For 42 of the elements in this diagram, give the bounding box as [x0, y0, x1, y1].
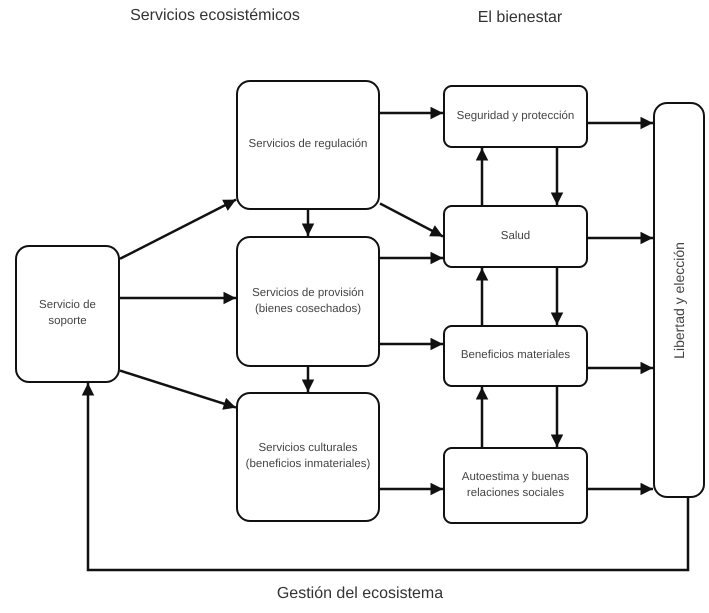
process-box [236, 392, 380, 522]
arrow [550, 387, 564, 447]
process-box [15, 245, 120, 383]
arrow [82, 383, 690, 572]
process-box [236, 80, 380, 210]
arrow [380, 482, 443, 496]
box-label: Libertad y elección [670, 240, 688, 360]
box-label: Autoestima y buenas relaciones sociales [460, 470, 570, 500]
arrow [380, 252, 443, 264]
process-box [443, 85, 588, 148]
feedback-label: Gestión del ecosistema [276, 584, 444, 604]
box-label: Servicio de soporte [38, 298, 97, 329]
arrow [588, 116, 653, 130]
process-box [443, 205, 588, 268]
arrow [379, 202, 444, 238]
arrow [588, 482, 653, 496]
arrow [302, 210, 314, 236]
arrow [380, 338, 443, 350]
arrow [588, 232, 653, 244]
process-box [443, 447, 588, 524]
arrow [380, 106, 443, 120]
column-heading: El bienestar [476, 8, 564, 28]
box-label: Seguridad y protección [456, 108, 576, 124]
arrow [476, 387, 488, 447]
box-label: Servicios culturales (beneficios inmateriales) [244, 441, 372, 472]
box-label: Salud [500, 228, 532, 244]
box-label: Beneficios materiales [460, 348, 572, 364]
arrow [119, 198, 237, 260]
arrow [550, 148, 564, 205]
arrow [120, 292, 236, 304]
arrow [476, 148, 488, 205]
column-heading: Servicios ecosistémicos [130, 6, 300, 26]
box-label: Servicios de provisión (bienes cosechados) [251, 286, 365, 316]
arrow [302, 367, 314, 392]
arrow [550, 268, 564, 325]
arrow [476, 268, 488, 325]
arrow [588, 362, 653, 374]
box-label: Servicios de regulación [248, 137, 368, 152]
process-box [653, 102, 705, 498]
process-box [443, 325, 588, 387]
arrow [120, 369, 236, 410]
process-box [236, 236, 380, 367]
